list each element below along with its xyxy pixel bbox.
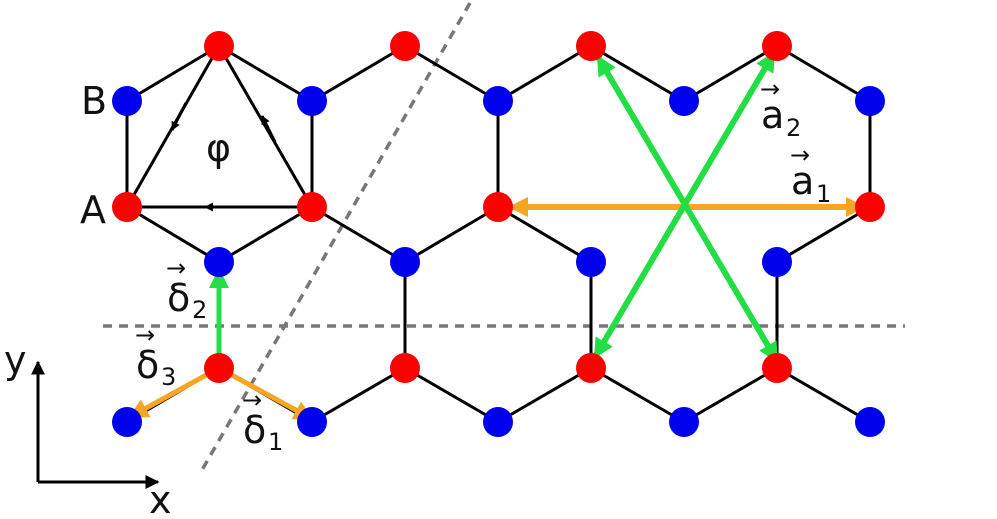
label-delta3-subscript: 3 [161, 363, 176, 391]
label-a1-subscript: 1 [816, 180, 831, 208]
phase-loop [125, 45, 314, 212]
site-b-atom [112, 407, 142, 437]
loop-arrow-left-edge [170, 102, 188, 131]
site-a-atom [204, 353, 234, 383]
site-b-atom [483, 407, 513, 437]
lattice-vectors [508, 51, 866, 363]
coordinate-axes [31, 360, 160, 489]
site-b-atom [204, 247, 234, 277]
site-b-atom [669, 407, 699, 437]
label-site-b: B [81, 79, 107, 123]
site-b-atom [669, 86, 699, 116]
site-a-atom [762, 353, 792, 383]
nearest-neighbor-vectors [128, 268, 314, 422]
site-b-atom [483, 86, 513, 116]
bond [310, 44, 407, 103]
label-delta3: δ [136, 343, 159, 387]
site-a-atom [112, 192, 142, 222]
vector-a2-mirror [595, 55, 780, 363]
label-a1: a [791, 159, 814, 203]
label-phase: φ [206, 126, 231, 170]
site-a-atom [483, 192, 513, 222]
bond [125, 205, 221, 264]
loop-arrow-right-edge [260, 115, 277, 143]
bond [496, 366, 593, 424]
site-a-atom [855, 192, 885, 222]
label-delta1-arrow: → [242, 386, 262, 414]
bond [775, 366, 872, 424]
bond [217, 205, 314, 264]
label-axis-x: x [149, 478, 172, 519]
bond [403, 366, 500, 424]
label-delta1-subscript: 1 [268, 428, 283, 456]
label-delta3-arrow: → [135, 321, 155, 349]
site-a-atom [204, 31, 234, 61]
lattice-atoms [112, 31, 885, 437]
bond [775, 205, 872, 264]
site-b-atom [576, 247, 606, 277]
site-a-atom [297, 192, 327, 222]
label-a2-subscript: 2 [786, 114, 801, 142]
label-delta1: δ [243, 408, 266, 452]
site-b-atom [297, 407, 327, 437]
site-a-atom [390, 353, 420, 383]
label-a2-arrow: → [760, 75, 780, 103]
bond [589, 366, 686, 424]
diagonal-guide-line [200, 2, 472, 471]
bond [496, 205, 593, 264]
bond [217, 44, 314, 103]
site-b-atom [112, 86, 142, 116]
guide-lines [103, 2, 905, 471]
site-b-atom [855, 86, 885, 116]
bond [403, 44, 500, 103]
vector-delta1 [217, 365, 314, 422]
bond [403, 205, 500, 264]
site-b-atom [390, 247, 420, 277]
loop-edge-right-to-top [217, 45, 314, 208]
label-a1-arrow: → [790, 141, 810, 169]
site-a-atom [576, 353, 606, 383]
bond [496, 44, 593, 103]
bond [682, 366, 779, 424]
vector-delta3 [128, 365, 221, 420]
site-a-atom [390, 31, 420, 61]
site-b-atom [762, 247, 792, 277]
bond [125, 44, 221, 103]
label-site-a: A [80, 188, 106, 232]
label-delta2-subscript: 2 [192, 296, 207, 324]
site-b-atom [297, 86, 327, 116]
bond [310, 366, 407, 424]
label-delta2-arrow: → [166, 254, 186, 282]
site-b-atom [855, 407, 885, 437]
bond [310, 205, 407, 264]
site-a-atom [576, 31, 606, 61]
label-delta2: δ [167, 276, 190, 320]
labels: B A φ a 2 → a 1 → δ 2 → δ 3 → δ 1 → y x [4, 75, 831, 519]
bond [775, 44, 872, 103]
site-a-atom [762, 31, 792, 61]
label-axis-y: y [4, 338, 27, 382]
label-a2: a [761, 93, 784, 137]
